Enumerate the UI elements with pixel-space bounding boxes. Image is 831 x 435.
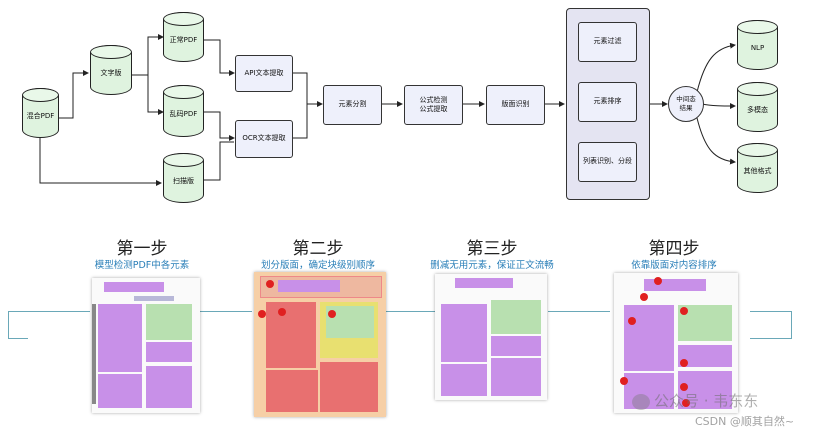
- left-column-red-2: [266, 370, 318, 412]
- wechat-icon: [632, 393, 650, 410]
- order-pin-1: [654, 277, 662, 285]
- right-text-block: [491, 336, 541, 356]
- element-filter-label: 元素过滤: [593, 37, 622, 46]
- order-pin-8: [682, 399, 690, 407]
- multimodal-label: 多模态: [747, 106, 768, 114]
- connector-line-2: [385, 311, 435, 312]
- multimodal-cylinder: 多模态: [737, 82, 778, 132]
- element-sort-label: 元素排序: [593, 97, 622, 106]
- garbled-pdf-label: 乱码PDF: [169, 110, 198, 118]
- csdn-watermark: CSDN @顺其自然~: [695, 415, 795, 428]
- left-text-block: [441, 304, 487, 362]
- step3-page-image: [435, 274, 547, 400]
- wechat-watermark: 公众号 · 韦东东: [632, 390, 758, 411]
- step2-subtitle: 划分版面，确定块级别顺序: [260, 260, 375, 271]
- left-text-block-2: [624, 373, 674, 409]
- right-frame-connector: [750, 311, 792, 339]
- right-text-block-2: [491, 358, 541, 396]
- layout-recog-box: 版面识别: [486, 85, 545, 125]
- api-extract-label: API文本提取: [244, 68, 284, 77]
- wechat-watermark-text: 公众号 · 韦东东: [654, 392, 759, 410]
- nlp-cylinder: NLP: [737, 20, 778, 70]
- left-text-block-2: [98, 374, 142, 408]
- other-formats-cylinder: 其他格式: [737, 143, 778, 193]
- nlp-label: NLP: [750, 44, 765, 52]
- order-pin-3: [278, 308, 286, 316]
- layout-recog-label: 版面识别: [501, 100, 530, 109]
- intermediate-result-circle: 中间态 结果: [668, 86, 704, 122]
- right-text-block: [678, 345, 732, 367]
- step2-page-image: [254, 272, 386, 417]
- list-recog-label: 列表识别、分段: [583, 157, 632, 166]
- formula-detect-label: 公式检测 公式提取: [419, 95, 448, 113]
- right-text-block-2: [146, 366, 192, 408]
- left-column-red: [266, 302, 316, 368]
- left-text-block-2: [441, 364, 487, 396]
- order-pin-4: [328, 310, 336, 318]
- element-filter-box: 元素过滤: [578, 22, 637, 62]
- text-version-cylinder: 文字版: [90, 45, 132, 95]
- element-split-box: 元素分割: [323, 85, 382, 125]
- element-sort-box: 元素排序: [578, 82, 637, 122]
- connector-line-3: [548, 311, 610, 312]
- step1-page-image: [92, 278, 200, 413]
- left-text-block: [98, 304, 142, 372]
- title-block: [278, 280, 340, 292]
- formula-detect-box: 公式检测 公式提取: [404, 85, 463, 125]
- right-text-block: [146, 342, 192, 362]
- title-block: [104, 282, 164, 292]
- order-pin-4: [680, 307, 688, 315]
- step4-subtitle: 依靠版面对内容排序: [631, 260, 717, 271]
- ocr-extract-box: OCR文本提取: [235, 120, 293, 158]
- list-recog-box: 列表识别、分段: [578, 142, 637, 182]
- other-formats-label: 其他格式: [743, 167, 772, 175]
- step4-page-image: [614, 273, 738, 413]
- step1-subtitle: 模型检测PDF中各元素: [94, 260, 190, 271]
- text-version-label: 文字版: [100, 69, 122, 77]
- left-text-block: [624, 305, 674, 371]
- scanned-label: 扫描版: [173, 177, 194, 185]
- order-pin-2: [258, 310, 266, 318]
- right-column-red: [320, 362, 378, 412]
- step2-title: 第二步: [292, 239, 344, 259]
- order-pin-7: [680, 383, 688, 391]
- step3-title: 第三步: [466, 239, 518, 259]
- scanned-cylinder: 扫描版: [163, 153, 204, 203]
- side-margin: [92, 304, 96, 404]
- step3-subtitle: 删减无用元素，保证正文流畅: [430, 260, 554, 271]
- normal-pdf-label: 正常PDF: [169, 36, 198, 44]
- order-pin-1: [266, 280, 274, 288]
- connector-line-0: [28, 311, 90, 312]
- mixed-pdf-label: 混合PDF: [26, 112, 55, 120]
- title-block: [455, 278, 513, 288]
- order-pin-2: [640, 293, 648, 301]
- connector-line-1: [200, 311, 252, 312]
- order-pin-5: [680, 359, 688, 367]
- figure-block: [146, 304, 192, 340]
- ocr-extract-label: OCR文本提取: [242, 134, 286, 143]
- step1-title: 第一步: [116, 239, 168, 259]
- author-block: [134, 296, 174, 301]
- left-frame-connector: [8, 311, 28, 339]
- order-pin-6: [620, 377, 628, 385]
- figure-block: [491, 300, 541, 334]
- intermediate-label: 中间态 结果: [676, 95, 696, 112]
- order-pin-3: [628, 317, 636, 325]
- step4-title: 第四步: [648, 239, 700, 259]
- element-split-label: 元素分割: [338, 100, 367, 109]
- api-extract-box: API文本提取: [235, 55, 293, 92]
- garbled-pdf-cylinder: 乱码PDF: [163, 85, 204, 137]
- normal-pdf-cylinder: 正常PDF: [163, 12, 204, 62]
- mixed-pdf-cylinder: 混合PDF: [22, 88, 59, 138]
